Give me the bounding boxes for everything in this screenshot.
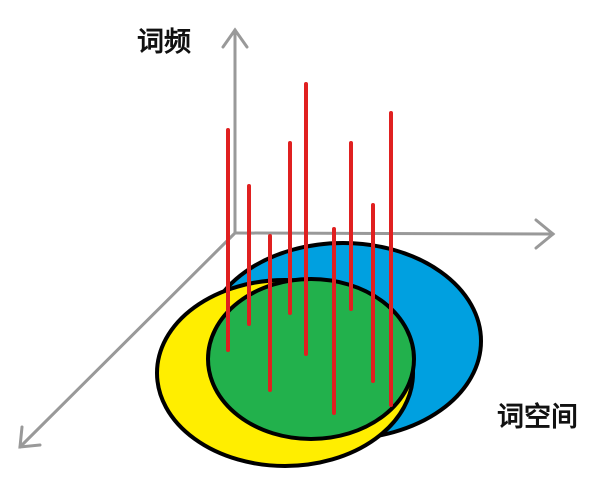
horizontal-axis (233, 231, 555, 236)
vertical-axis-label: 词频 (137, 27, 191, 58)
vertical-axis-arrowhead (221, 27, 249, 49)
word-space-label: 词空间 (497, 402, 578, 433)
frequency-bars (226, 82, 393, 415)
depth-axis-arrowhead (18, 425, 42, 449)
word-sets (155, 241, 483, 468)
depth-axis (18, 231, 237, 449)
overlap-region (206, 277, 416, 441)
horizontal-axis-arrowhead (534, 218, 556, 250)
